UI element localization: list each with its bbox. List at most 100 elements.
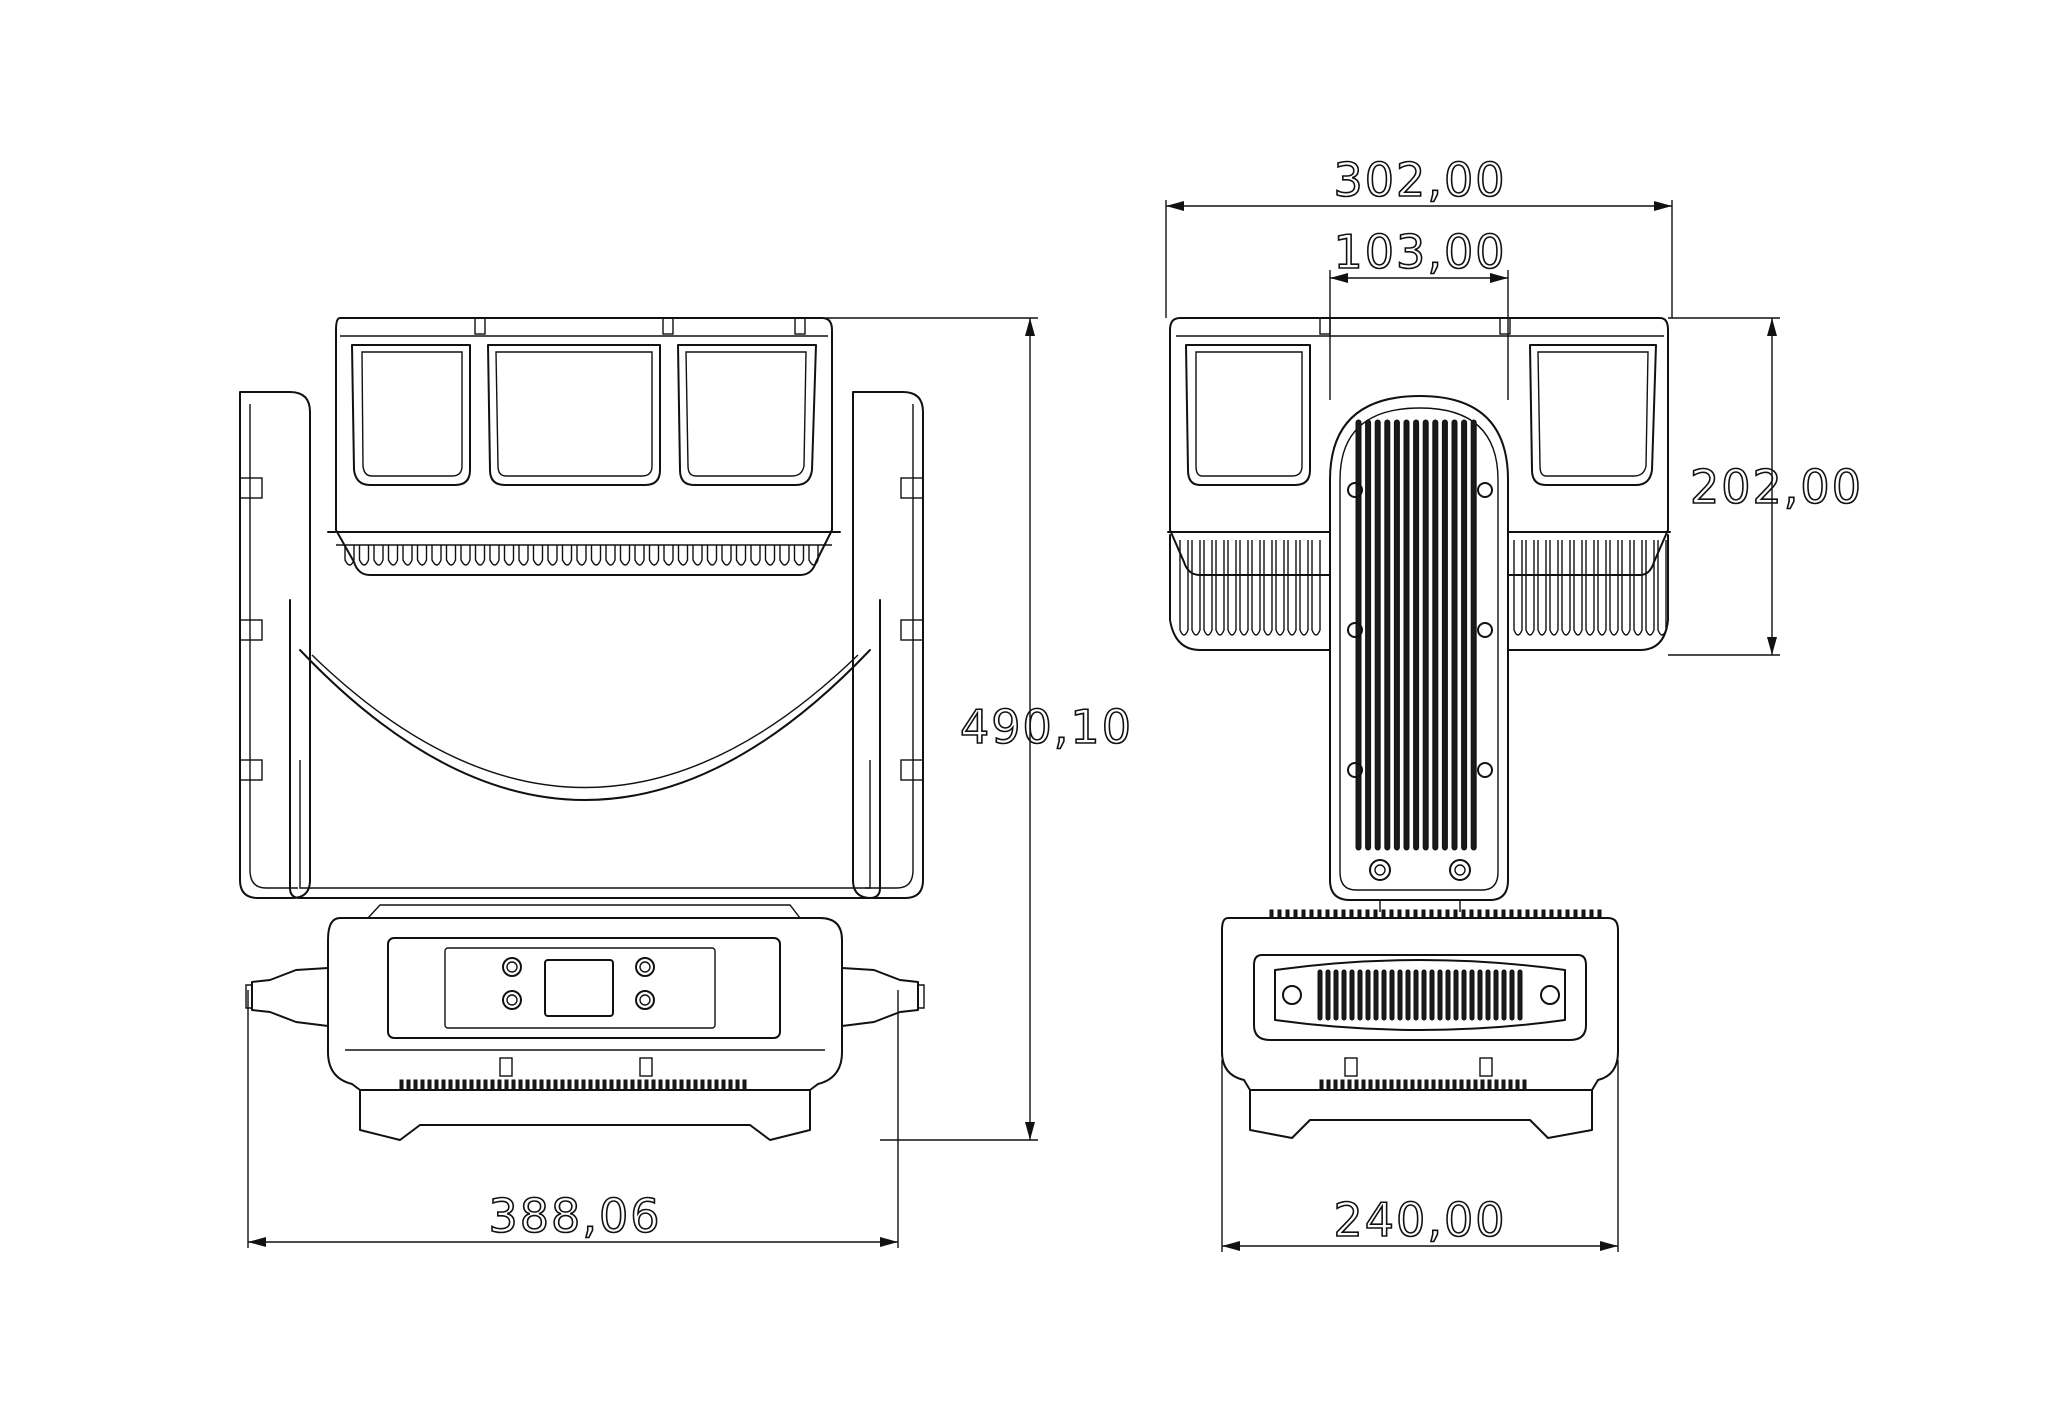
vent-tooth [1431, 1079, 1436, 1091]
grip-rib [1469, 969, 1475, 1021]
vent-tooth [406, 1079, 411, 1091]
vent-tooth [1347, 1079, 1352, 1091]
vent-tooth [1487, 1079, 1492, 1091]
fin [1251, 540, 1261, 636]
fin [706, 545, 718, 566]
vent-tooth [553, 1079, 558, 1091]
vent-tooth [560, 1079, 565, 1091]
grip-rib [1477, 969, 1483, 1021]
fin [1657, 540, 1667, 636]
grip-rib [1437, 969, 1443, 1021]
fin [750, 545, 761, 566]
vent-tooth [1349, 909, 1354, 919]
vent-tooth [1397, 909, 1402, 919]
vent-tooth [511, 1079, 516, 1091]
front-head [327, 317, 841, 576]
fin [1239, 540, 1249, 636]
vent-tooth [420, 1079, 425, 1091]
grip-rib [1485, 969, 1491, 1021]
vent-tooth [637, 1079, 642, 1091]
vent-tooth [441, 1079, 446, 1091]
grip-rib [1461, 969, 1467, 1021]
vent-tooth [1533, 909, 1538, 919]
fin [1513, 540, 1523, 636]
vent-tooth [1541, 909, 1546, 919]
fin [1573, 540, 1583, 636]
fin [1287, 540, 1297, 636]
vent-tooth [1413, 909, 1418, 919]
dim-front-width: 388,06 [489, 1189, 662, 1243]
vent-tooth [735, 1079, 740, 1091]
vent-slot [1470, 419, 1477, 851]
fin [474, 545, 486, 566]
fin [416, 545, 428, 566]
vent-tooth [434, 1079, 439, 1091]
grip-rib [1357, 969, 1363, 1021]
vent-tooth [490, 1079, 495, 1091]
grip-rib [1429, 969, 1435, 1021]
vent-tooth [1515, 1079, 1520, 1091]
vent-tooth [1326, 1079, 1331, 1091]
fin [1621, 540, 1631, 636]
vent-tooth [651, 1079, 656, 1091]
fin [619, 545, 631, 566]
fin [402, 545, 413, 566]
vent-tooth [1522, 1079, 1527, 1091]
vent-tooth [609, 1079, 614, 1091]
fin [489, 545, 500, 566]
vent-slot [1374, 419, 1381, 851]
fin [1227, 540, 1237, 636]
vent-tooth [1301, 909, 1306, 919]
vent-tooth [616, 1079, 621, 1091]
fin [1299, 540, 1309, 636]
vent-tooth [455, 1079, 460, 1091]
grip-rib [1493, 969, 1499, 1021]
dim-side-base-width: 240,00 [1334, 1193, 1507, 1247]
vent-tooth [1437, 909, 1442, 919]
fin [344, 545, 355, 566]
fin [445, 545, 457, 566]
vent-tooth [546, 1079, 551, 1091]
vent-tooth [1417, 1079, 1422, 1091]
grip-rib [1341, 969, 1347, 1021]
vent-tooth [1361, 1079, 1366, 1091]
fin [431, 545, 442, 566]
fin [663, 545, 674, 566]
fin [1275, 540, 1285, 636]
vent-tooth [672, 1079, 677, 1091]
vent-tooth [1269, 909, 1274, 919]
vent-tooth [1461, 909, 1466, 919]
fin [373, 545, 384, 566]
grip-rib [1405, 969, 1411, 1021]
vent-tooth [497, 1079, 502, 1091]
vent-tooth [469, 1079, 474, 1091]
grip-rib [1373, 969, 1379, 1021]
fin [605, 545, 616, 566]
fin [518, 545, 529, 566]
vent-tooth [700, 1079, 705, 1091]
vent-tooth [1597, 909, 1602, 919]
vent-tooth [1565, 909, 1570, 919]
fin [1609, 540, 1619, 636]
vent-tooth [1382, 1079, 1387, 1091]
vent-tooth [1410, 1079, 1415, 1091]
vent-tooth [1453, 909, 1458, 919]
vent-tooth [532, 1079, 537, 1091]
vent-tooth [581, 1079, 586, 1091]
vent-tooth [399, 1079, 404, 1091]
dim-side-arm-width: 103,00 [1334, 225, 1507, 279]
vent-tooth [630, 1079, 635, 1091]
side-view [1167, 317, 1671, 1139]
vent-slot [1461, 419, 1468, 851]
vent-tooth [1477, 909, 1482, 919]
vent-tooth [693, 1079, 698, 1091]
vent-tooth [1365, 909, 1370, 919]
vent-tooth [644, 1079, 649, 1091]
vent-tooth [1557, 909, 1562, 919]
fin [1585, 540, 1595, 636]
vent-tooth [728, 1079, 733, 1091]
vent-tooth [1277, 909, 1282, 919]
grip-rib [1445, 969, 1451, 1021]
vent-tooth [1459, 1079, 1464, 1091]
